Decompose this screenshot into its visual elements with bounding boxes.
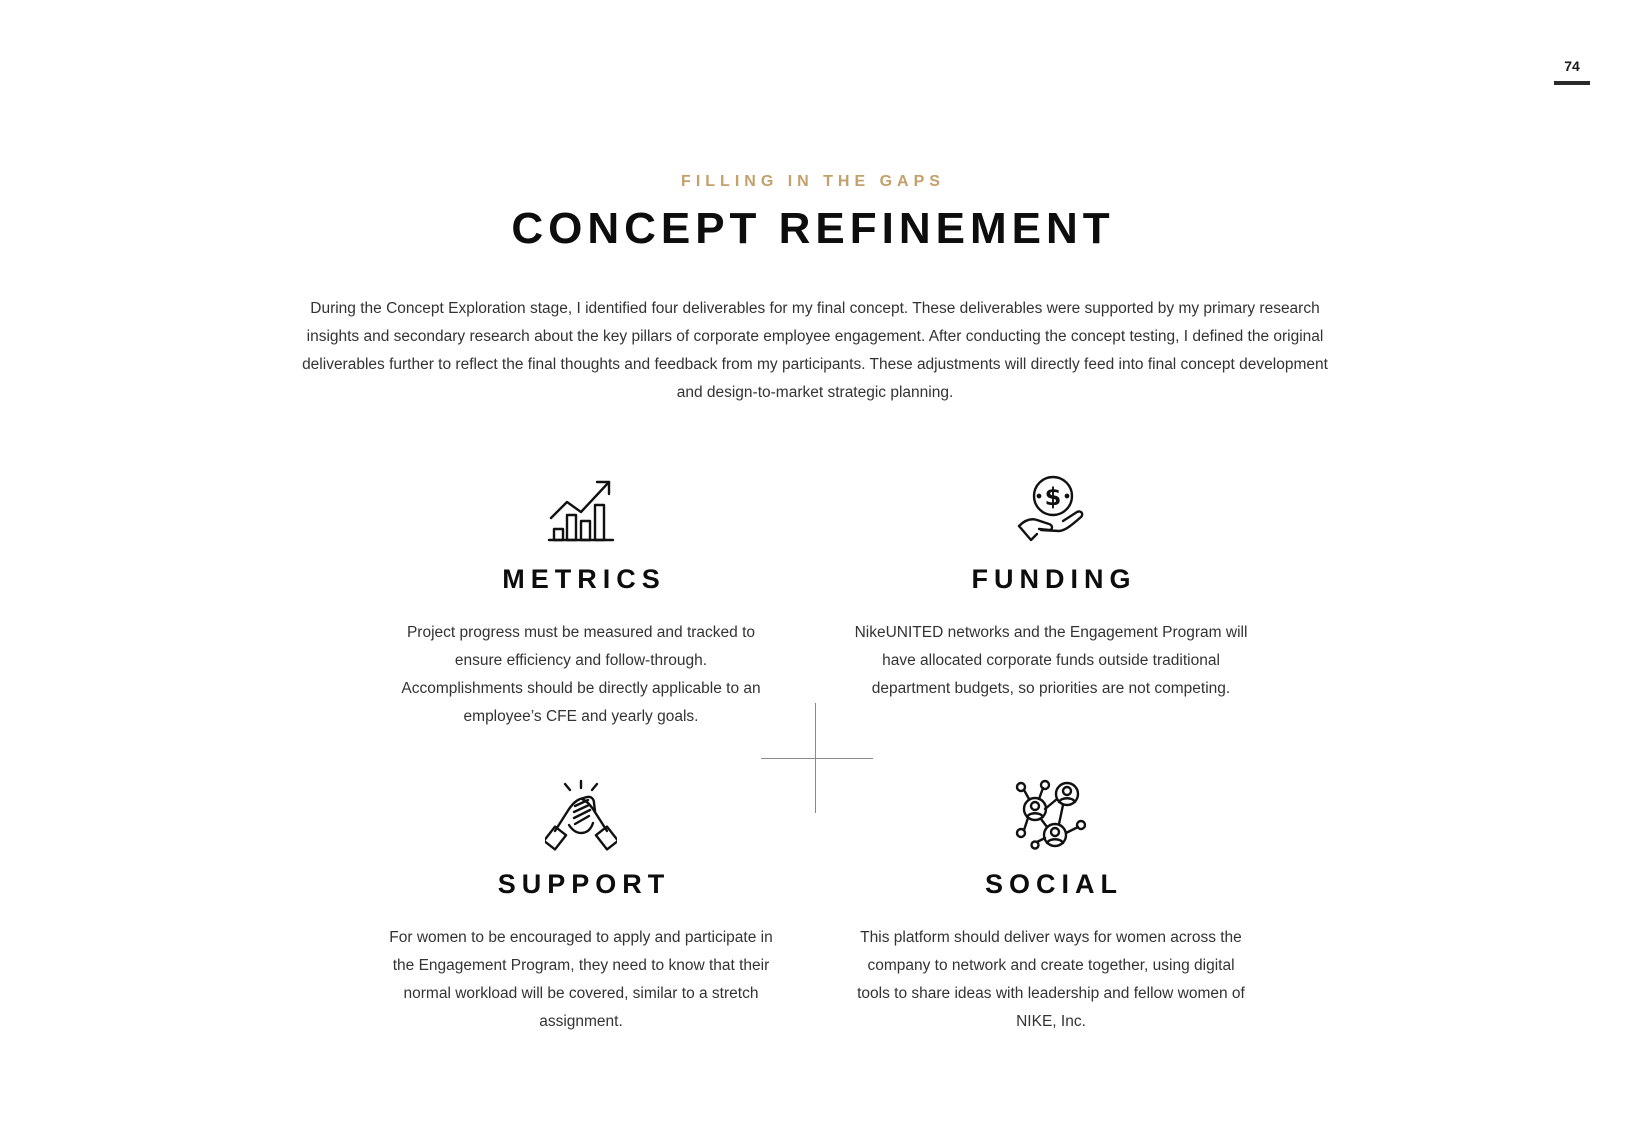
svg-text:$: $: [1045, 483, 1062, 511]
hand-dollar-coin-icon: $: [1015, 474, 1087, 546]
deliverable-card-social: SOCIAL This platform should deliver ways…: [851, 779, 1251, 1036]
deliverable-card-support: SUPPORT For women to be encouraged to ap…: [381, 779, 781, 1036]
card-body: Project progress must be measured and tr…: [401, 624, 761, 725]
deliverable-card-metrics: METRICS Project progress must be measure…: [381, 474, 781, 731]
card-heading: METRICS: [502, 564, 666, 594]
card-heading: FUNDING: [971, 564, 1137, 594]
handshake-icon: [545, 779, 617, 851]
card-body: For women to be encouraged to apply and …: [389, 929, 773, 1030]
intro-paragraph: During the Concept Exploration stage, I …: [302, 300, 1328, 401]
card-heading: SUPPORT: [497, 869, 671, 899]
page-number-underline: [1554, 81, 1590, 85]
card-heading: SOCIAL: [984, 869, 1123, 899]
card-body: NikeUNITED networks and the Engagement P…: [854, 624, 1248, 697]
growth-chart-icon: [545, 474, 617, 546]
card-body: This platform should deliver ways for wo…: [857, 929, 1245, 1030]
deliverable-card-funding: $ FUNDING NikeUNITED networks and the En…: [851, 474, 1251, 703]
page-title: CONCEPT REFINEMENT: [511, 204, 1115, 253]
people-network-icon: [1015, 779, 1087, 851]
grid-divider-horizontal: [761, 758, 873, 759]
section-eyebrow: FILLING IN THE GAPS: [681, 173, 945, 190]
page-number: 74: [1564, 58, 1580, 74]
